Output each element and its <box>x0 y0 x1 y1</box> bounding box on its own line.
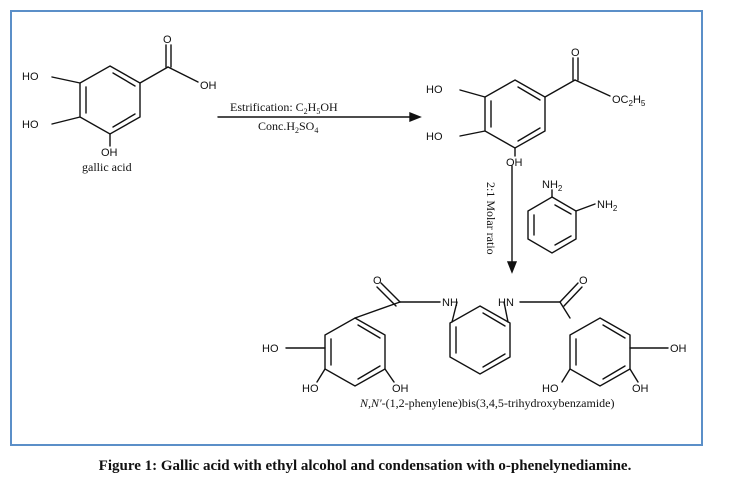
ethyl-gallate-structure <box>459 57 611 157</box>
product-o-right: O <box>579 275 588 287</box>
ester-carbonyl-o: O <box>571 47 580 59</box>
gallic-ho-mid: HO <box>22 119 39 131</box>
figure-frame <box>10 10 703 446</box>
o-phenylenediamine-structure <box>527 189 596 254</box>
product-oh-right: OH <box>670 343 687 355</box>
gallic-acid-structure <box>51 44 199 147</box>
diamine-nh2-b: NH2 <box>597 199 618 213</box>
gallic-ho-top: HO <box>22 71 39 83</box>
product-ho-left: HO <box>262 343 279 355</box>
gallic-oh-bottom: OH <box>101 147 118 159</box>
product-ho-left-bottom: HO <box>302 383 319 395</box>
gallic-acid-name: gallic acid <box>82 160 132 174</box>
product-o-left: O <box>373 275 382 287</box>
reaction-scheme: HO HO OH OH O gallic acid Estrification:… <box>22 34 687 410</box>
product-nh-right: HN <box>498 297 514 309</box>
gallic-carbonyl-o: O <box>163 34 172 46</box>
product-structure <box>285 282 669 387</box>
ester-ho-mid: HO <box>426 131 443 143</box>
product-oh-right-bottom: OH <box>632 383 649 395</box>
molar-ratio-label: 2:1 Molar ratio <box>484 182 498 255</box>
ester-ho-top: HO <box>426 84 443 96</box>
step1-condition-bottom: Conc.H2SO4 <box>258 119 318 135</box>
figure-caption: Figure 1: Gallic acid with ethyl alcohol… <box>98 458 632 474</box>
product-name: N,N'-(1,2-phenylene)bis(3,4,5-trihydroxy… <box>359 396 615 410</box>
product-nh-left: NH <box>442 297 458 309</box>
diamine-nh2-a: NH2 <box>542 179 563 193</box>
step1-condition-top: Estrification: C2H5OH <box>230 100 338 116</box>
ester-oh-bottom: OH <box>506 157 523 169</box>
product-oh-left-bottom: OH <box>392 383 409 395</box>
ester-ethoxy: OC2H5 <box>612 94 646 108</box>
product-ho-right-bottom: HO <box>542 383 559 395</box>
gallic-oh-acid: OH <box>200 80 217 92</box>
